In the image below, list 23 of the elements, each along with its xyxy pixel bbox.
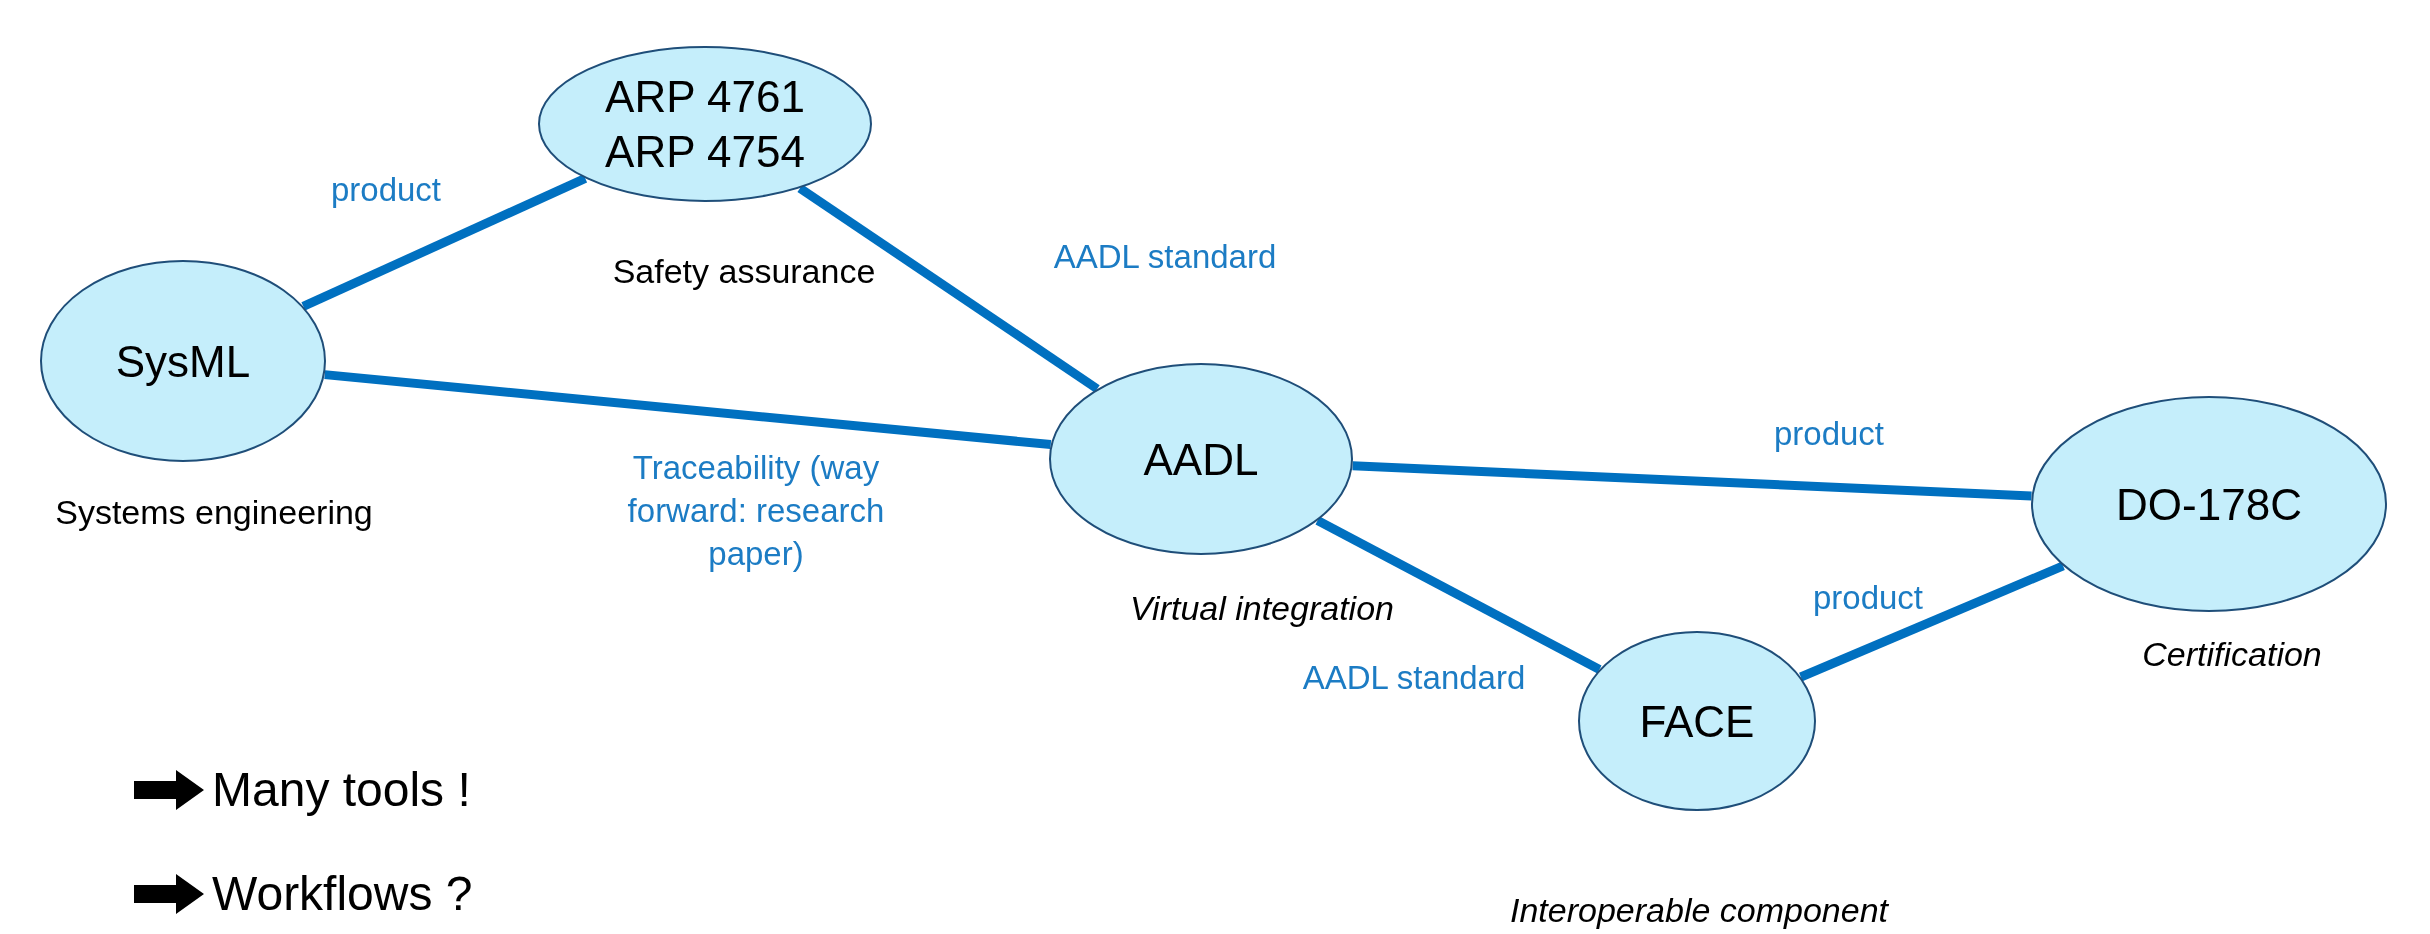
node-label: FACE [1639, 695, 1755, 748]
ellipse-node [1578, 631, 1816, 811]
node-caption: Systems engineering [55, 492, 373, 532]
node-label: AADL [1143, 433, 1259, 486]
connector-line [301, 174, 588, 311]
connector-line [324, 370, 1052, 449]
node-caption: Certification [2142, 634, 2322, 674]
ellipse-node [2031, 396, 2387, 612]
connector-line [797, 184, 1100, 393]
connector-line [1315, 516, 1602, 674]
node-label: DO-178C [2116, 478, 2302, 531]
node-label: ARP 4761 ARP 4754 [604, 71, 806, 178]
ellipse-node [40, 260, 326, 462]
ellipse-node [538, 46, 872, 202]
connector-line [1352, 461, 2032, 501]
node-caption: Interoperable component [1510, 890, 1888, 930]
node-caption: Virtual integration [1130, 588, 1394, 628]
connector-line [1799, 561, 2065, 682]
note-text: Workflows ? [212, 866, 473, 921]
node-caption: Safety assurance [612, 251, 876, 291]
ellipse-node [1049, 363, 1353, 555]
node-label: SysML [115, 335, 251, 388]
note-text: Many tools ! [212, 762, 471, 817]
